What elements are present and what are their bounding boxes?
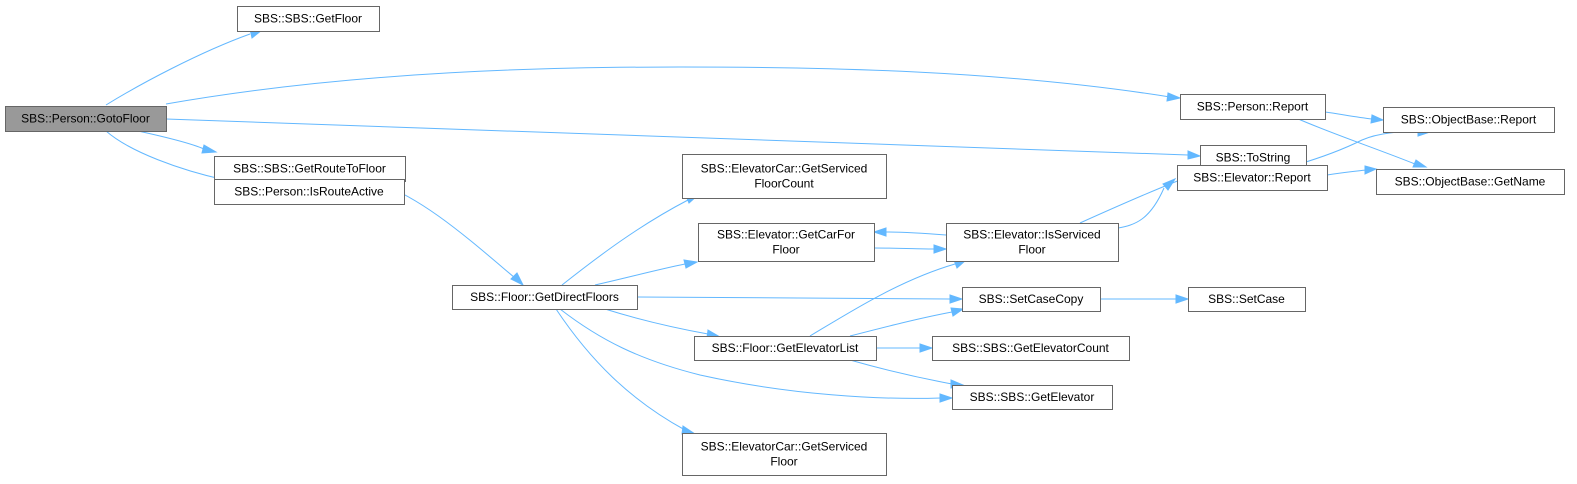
edge-get-elevator-list-to-get-elevator [849, 359, 965, 389]
node-set-case-copy[interactable]: SBS::SetCaseCopy [962, 287, 1101, 312]
node-box [237, 6, 380, 32]
node-box [214, 156, 406, 182]
node-label-line: SBS::SetCase [1208, 292, 1285, 306]
node-box [952, 385, 1113, 410]
node-label-line: Floor [772, 243, 799, 257]
edge-set-case-copy-to-set-case [1100, 294, 1190, 304]
node-objectbase-get-name[interactable]: SBS::ObjectBase::GetName [1376, 169, 1565, 195]
node-label-line: SBS::Elevator::IsServiced [963, 228, 1100, 242]
edge-is-serviced-floor-to-get-car-for-floor [872, 227, 947, 237]
edge-person-report-to-objectbase-get-name [1295, 117, 1428, 168]
edge-goto-floor-to-get-route-to-floor [137, 130, 218, 154]
edges-layer [105, 28, 1432, 435]
edge-goto-floor-to-person-report [165, 66, 1182, 105]
edge-get-elevator-list-to-get-elevator-count [876, 343, 934, 353]
node-set-case[interactable]: SBS::SetCase [1188, 287, 1306, 312]
node-is-route-active[interactable]: SBS::Person::IsRouteActive [214, 179, 405, 205]
node-label-line: SBS::Elevator::GetCarFor [717, 228, 855, 242]
node-goto-floor[interactable]: SBS::Person::GotoFloor [5, 106, 167, 132]
node-box [214, 179, 405, 205]
node-box [1177, 165, 1328, 191]
node-label-line: SBS::Elevator::Report [1193, 171, 1311, 185]
node-label-line: SBS::ElevatorCar::GetServiced [701, 440, 868, 454]
node-label-line: SBS::ObjectBase::GetName [1395, 175, 1546, 189]
node-label-line: SBS::Person::GotoFloor [21, 112, 150, 126]
node-label-line: SBS::Person::Report [1197, 100, 1309, 114]
node-get-elevator-list[interactable]: SBS::Floor::GetElevatorList [694, 336, 877, 361]
node-box [682, 433, 887, 476]
node-label-line: SBS::SBS::GetFloor [254, 12, 362, 26]
node-label-line: SBS::SBS::GetElevator [970, 390, 1095, 404]
nodes-layer: SBS::Person::GotoFloor SBS::SBS::GetFloor… [5, 6, 1565, 476]
node-box [698, 223, 875, 262]
node-label-line: FloorCount [754, 177, 814, 191]
edge-goto-floor-to-to-string [165, 118, 1202, 160]
node-box [1188, 287, 1306, 312]
node-label-line: SBS::ToString [1216, 151, 1291, 165]
edge-is-serviced-floor-to-elevator-report [1117, 177, 1177, 229]
edge-get-direct-floors-to-get-car-for-floor [594, 259, 699, 286]
node-label-line: SBS::SBS::GetElevatorCount [952, 341, 1109, 355]
node-label-line: SBS::ElevatorCar::GetServiced [701, 162, 868, 176]
node-box [932, 336, 1130, 361]
node-box [1376, 169, 1565, 195]
node-label-line: SBS::Person::IsRouteActive [234, 185, 384, 199]
node-label-line: SBS::SBS::GetRouteToFloor [233, 162, 386, 176]
node-box [694, 336, 877, 361]
edge-get-car-for-floor-to-is-serviced-floor [873, 244, 948, 254]
edge-get-direct-floors-to-car-get-serviced-floor [555, 308, 697, 435]
edge-elevator-report-to-objectbase-get-name [1326, 165, 1378, 176]
node-sbs-get-floor[interactable]: SBS::SBS::GetFloor [237, 6, 380, 32]
node-label-line: Floor [770, 455, 797, 469]
edge-elevator-report-to-objectbase-report [1295, 127, 1432, 166]
node-get-elevator-count[interactable]: SBS::SBS::GetElevatorCount [932, 336, 1130, 361]
node-box [962, 287, 1101, 312]
node-box [682, 154, 887, 199]
node-get-route-to-floor[interactable]: SBS::SBS::GetRouteToFloor [214, 156, 406, 182]
node-label-line: SBS::Floor::GetDirectFloors [470, 290, 619, 304]
edge-get-elevator-list-to-set-case-copy [849, 307, 965, 337]
node-label-line: SBS::Floor::GetElevatorList [712, 341, 859, 355]
edge-get-direct-floors-to-car-get-serviced-floor-count [561, 194, 700, 286]
node-box [1180, 94, 1326, 120]
node-get-direct-floors[interactable]: SBS::Floor::GetDirectFloors [452, 285, 638, 310]
node-objectbase-report[interactable]: SBS::ObjectBase::Report [1383, 107, 1555, 133]
node-box [946, 223, 1119, 262]
node-label-line: SBS::ObjectBase::Report [1401, 113, 1537, 127]
node-label-line: SBS::SetCaseCopy [979, 292, 1084, 306]
edge-get-direct-floors-to-get-elevator [559, 308, 954, 403]
node-box [5, 106, 167, 132]
node-label-line: Floor [1018, 243, 1045, 257]
edge-person-report-to-objectbase-report [1324, 111, 1385, 124]
node-box [1383, 107, 1555, 133]
node-get-elevator[interactable]: SBS::SBS::GetElevator [952, 385, 1113, 410]
node-person-report[interactable]: SBS::Person::Report [1180, 94, 1326, 120]
edge-get-direct-floors-to-get-elevator-list [604, 308, 722, 339]
edge-goto-floor-to-sbs-get-floor [105, 28, 264, 106]
edge-get-direct-floors-to-set-case-copy [636, 294, 964, 304]
node-box [452, 285, 638, 310]
node-elevator-report[interactable]: SBS::Elevator::Report [1177, 165, 1328, 191]
